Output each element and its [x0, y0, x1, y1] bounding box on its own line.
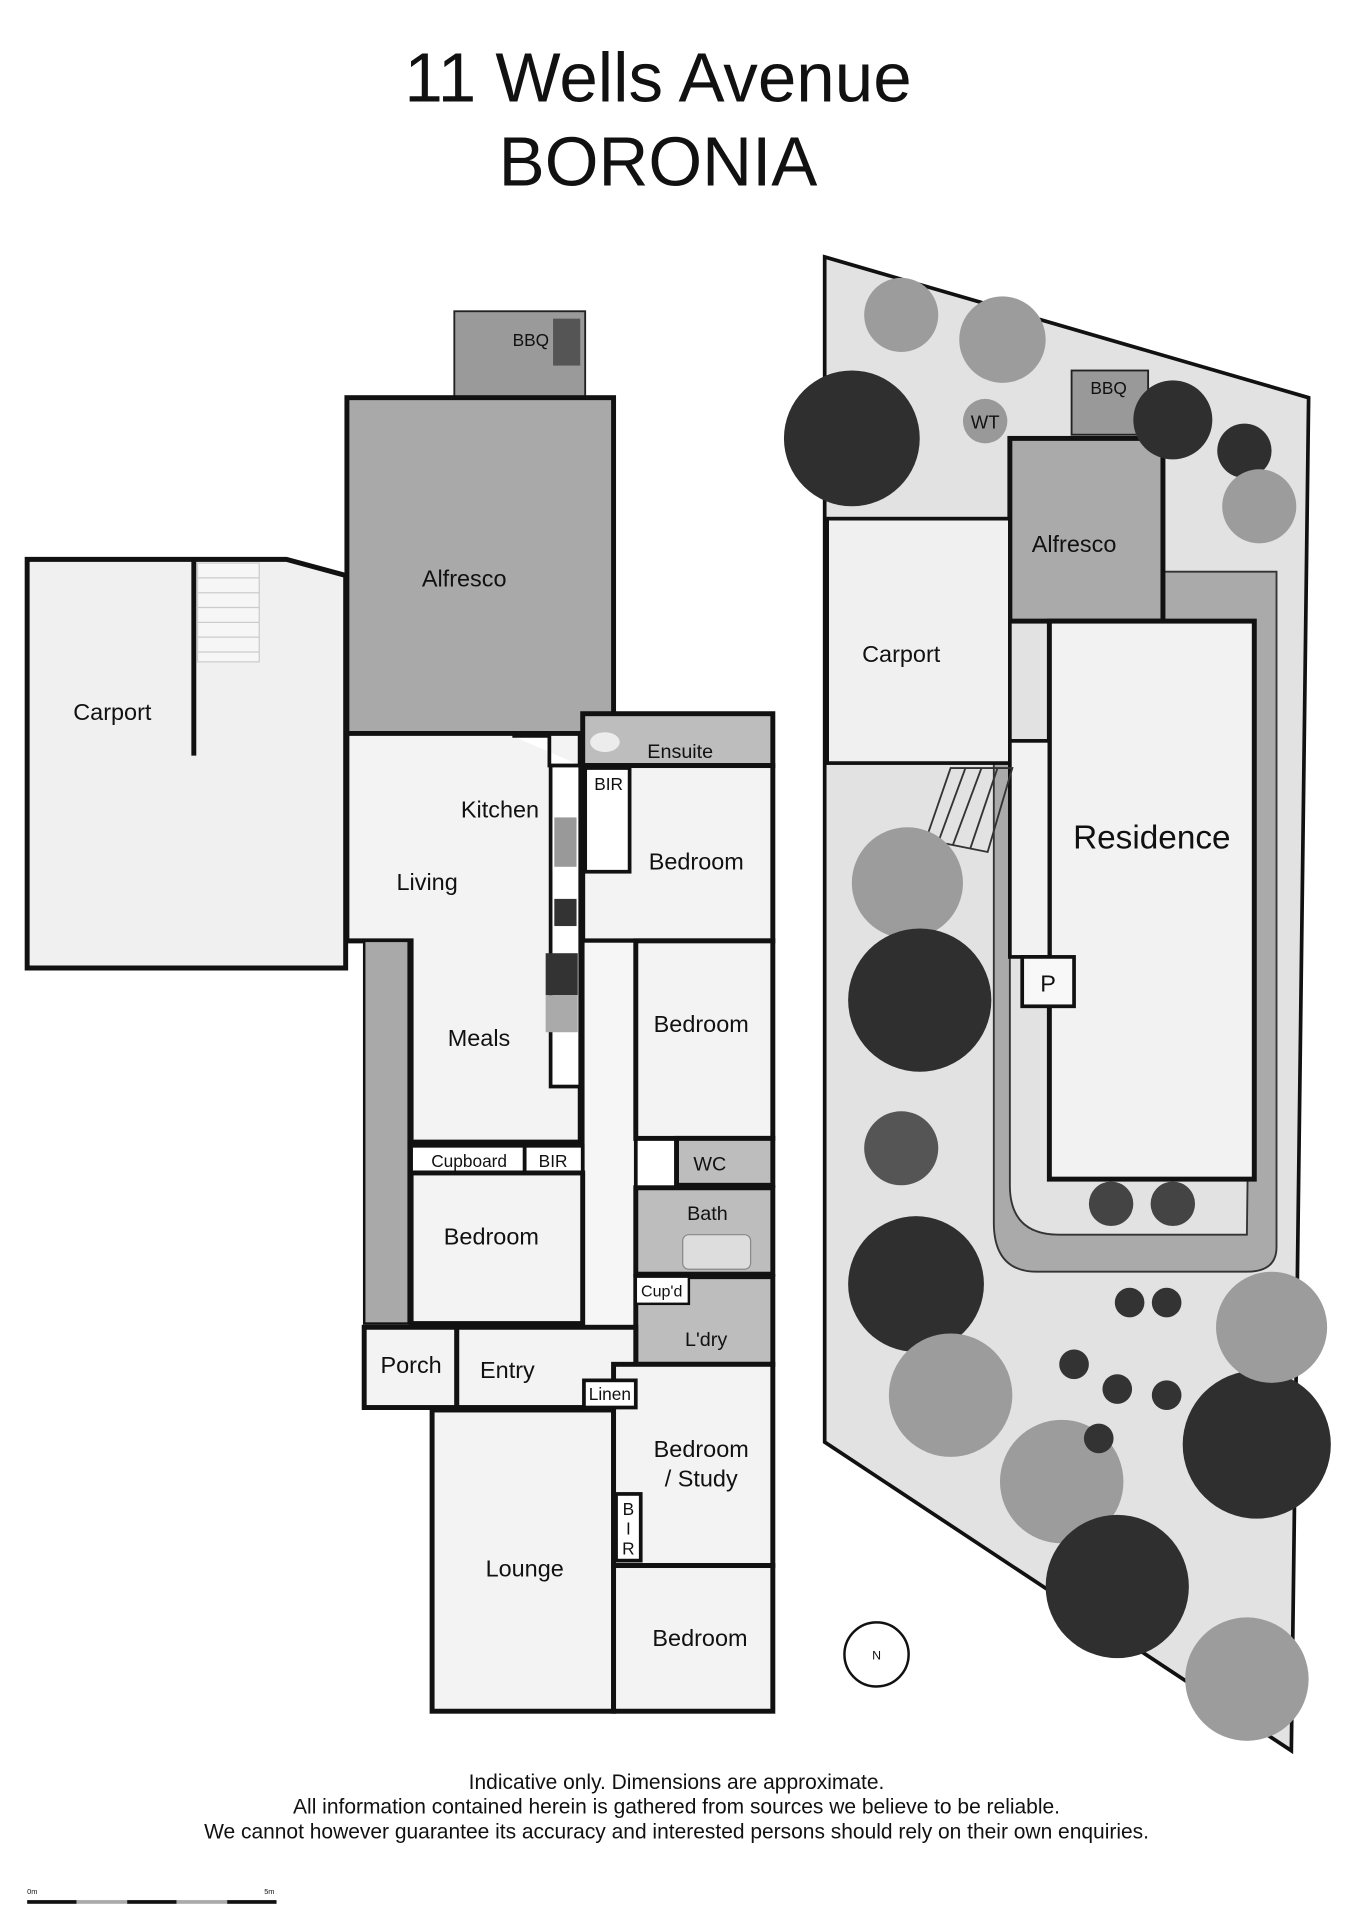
- room-carport: [24, 556, 349, 971]
- room-porch: [361, 1324, 460, 1410]
- fridge-icon: [545, 953, 578, 996]
- tree-icon: [959, 296, 1046, 383]
- room-bir-3: [614, 1492, 643, 1563]
- room-bir-1: [583, 766, 632, 874]
- bbq-label: BBQ: [513, 330, 549, 350]
- label-site-carport: Carport: [862, 641, 941, 667]
- room-linen: [582, 1378, 638, 1410]
- scale-bar: 0m 5m: [27, 1887, 277, 1904]
- room-bedroom-3: [408, 1170, 586, 1327]
- cooktop-icon: [554, 898, 577, 927]
- tree-icon: [1102, 1374, 1133, 1404]
- tree-icon: [1088, 1181, 1134, 1227]
- room-bedroom-2: [633, 938, 776, 1141]
- tree-icon: [864, 277, 939, 352]
- label-meals: Meals: [448, 1025, 511, 1051]
- tree-icon: [1059, 1349, 1089, 1380]
- label-alfresco: Alfresco: [422, 566, 507, 592]
- label-wt: WT: [971, 412, 1000, 433]
- label-cupd: Cup'd: [641, 1282, 682, 1300]
- trees: [783, 277, 1331, 1741]
- label-residence: Residence: [1073, 819, 1230, 856]
- tree-icon: [848, 928, 992, 1072]
- label-cupboard: Cupboard: [431, 1151, 507, 1171]
- tree-icon: [1185, 1617, 1309, 1741]
- hallway: [580, 939, 638, 1363]
- tree-icon: [1151, 1287, 1182, 1318]
- tree-icon: [1133, 380, 1213, 460]
- site-alfresco: [1007, 435, 1166, 624]
- room-bir-2: [522, 1143, 585, 1175]
- tree-icon: [864, 1111, 939, 1186]
- room-bedroom-4: [611, 1563, 776, 1714]
- room-cupd: [634, 1275, 691, 1306]
- disclaimer-line-2: All information contained herein is gath…: [293, 1796, 1060, 1819]
- site-residence-wing: [1008, 739, 1052, 959]
- disclaimer-line-1: Indicative only. Dimensions are approxim…: [469, 1771, 885, 1794]
- bathtub-icon: [682, 1234, 752, 1270]
- compass-icon: N: [843, 1619, 910, 1689]
- tree-icon: [1222, 469, 1297, 544]
- label-site-alfresco: Alfresco: [1032, 531, 1117, 557]
- label-site-bbq: BBQ: [1090, 378, 1126, 398]
- label-lounge: Lounge: [486, 1556, 564, 1582]
- bbq-icon: [553, 318, 581, 366]
- toilet-icon: [590, 732, 620, 752]
- label-bedroom-3: Bedroom: [444, 1224, 539, 1250]
- bench-icon: [545, 995, 578, 1033]
- tree-icon: [888, 1333, 1013, 1457]
- compass-north-label: N: [872, 1648, 881, 1662]
- side-path: [362, 939, 410, 1325]
- label-linen: Linen: [589, 1384, 631, 1404]
- tree-icon: [1083, 1423, 1114, 1454]
- label-parking: P: [1040, 970, 1056, 996]
- tree-icon: [1151, 1380, 1182, 1410]
- label-bir-3-b: B: [623, 1499, 635, 1519]
- label-porch: Porch: [380, 1352, 441, 1378]
- stairs-icon: [196, 562, 260, 663]
- floor-plan: BBQ Alfresco Carport Kitchen Living Meal…: [24, 310, 776, 1714]
- scale-end-label: 5m: [264, 1887, 274, 1896]
- title-suburb: BORONIA: [499, 122, 818, 200]
- label-wc: WC: [693, 1153, 726, 1175]
- label-bedroom-2: Bedroom: [654, 1011, 749, 1037]
- label-kitchen: Kitchen: [461, 796, 539, 822]
- label-bedroom-4: Bedroom: [652, 1625, 747, 1651]
- tree-icon: [1182, 1370, 1331, 1519]
- title-address: 11 Wells Avenue: [404, 38, 911, 116]
- label-bedroom-study-2: / Study: [665, 1466, 738, 1492]
- label-living: Living: [397, 869, 458, 895]
- label-bir-3-r: R: [622, 1538, 634, 1558]
- label-laundry: L'dry: [685, 1329, 727, 1351]
- label-bedroom-study-1: Bedroom: [654, 1436, 749, 1462]
- site-stairs-icon: [924, 767, 1014, 854]
- site-carport: [825, 516, 1012, 765]
- parking-box: [1020, 955, 1076, 1009]
- water-tank: [962, 398, 1008, 444]
- label-bath: Bath: [687, 1203, 728, 1225]
- tree-icon: [1150, 1181, 1196, 1227]
- disclaimer-line-3: We cannot however guarantee its accuracy…: [204, 1820, 1149, 1843]
- tree-icon: [1217, 423, 1272, 478]
- sink-icon: [554, 817, 577, 867]
- room-alfresco: [344, 395, 617, 736]
- label-entry: Entry: [480, 1357, 535, 1383]
- driveway: [992, 570, 1278, 1273]
- site-plan: WT BBQ Alfresco Carport Residence P: [783, 254, 1331, 1755]
- label-bedroom-1: Bedroom: [649, 848, 744, 874]
- label-bir-1: BIR: [594, 774, 623, 794]
- label-bir-2: BIR: [539, 1151, 568, 1171]
- tree-icon: [783, 370, 920, 507]
- tree-icon: [851, 827, 963, 939]
- tree-icon: [848, 1216, 984, 1352]
- label-carport: Carport: [73, 699, 152, 725]
- label-ensuite: Ensuite: [647, 741, 713, 763]
- scale-start-label: 0m: [27, 1887, 37, 1896]
- tree-icon: [1216, 1271, 1328, 1383]
- site-residence: [1046, 618, 1257, 1182]
- label-bir-3-i: I: [626, 1519, 631, 1539]
- tree-icon: [1114, 1287, 1145, 1318]
- tree-icon: [1045, 1514, 1189, 1659]
